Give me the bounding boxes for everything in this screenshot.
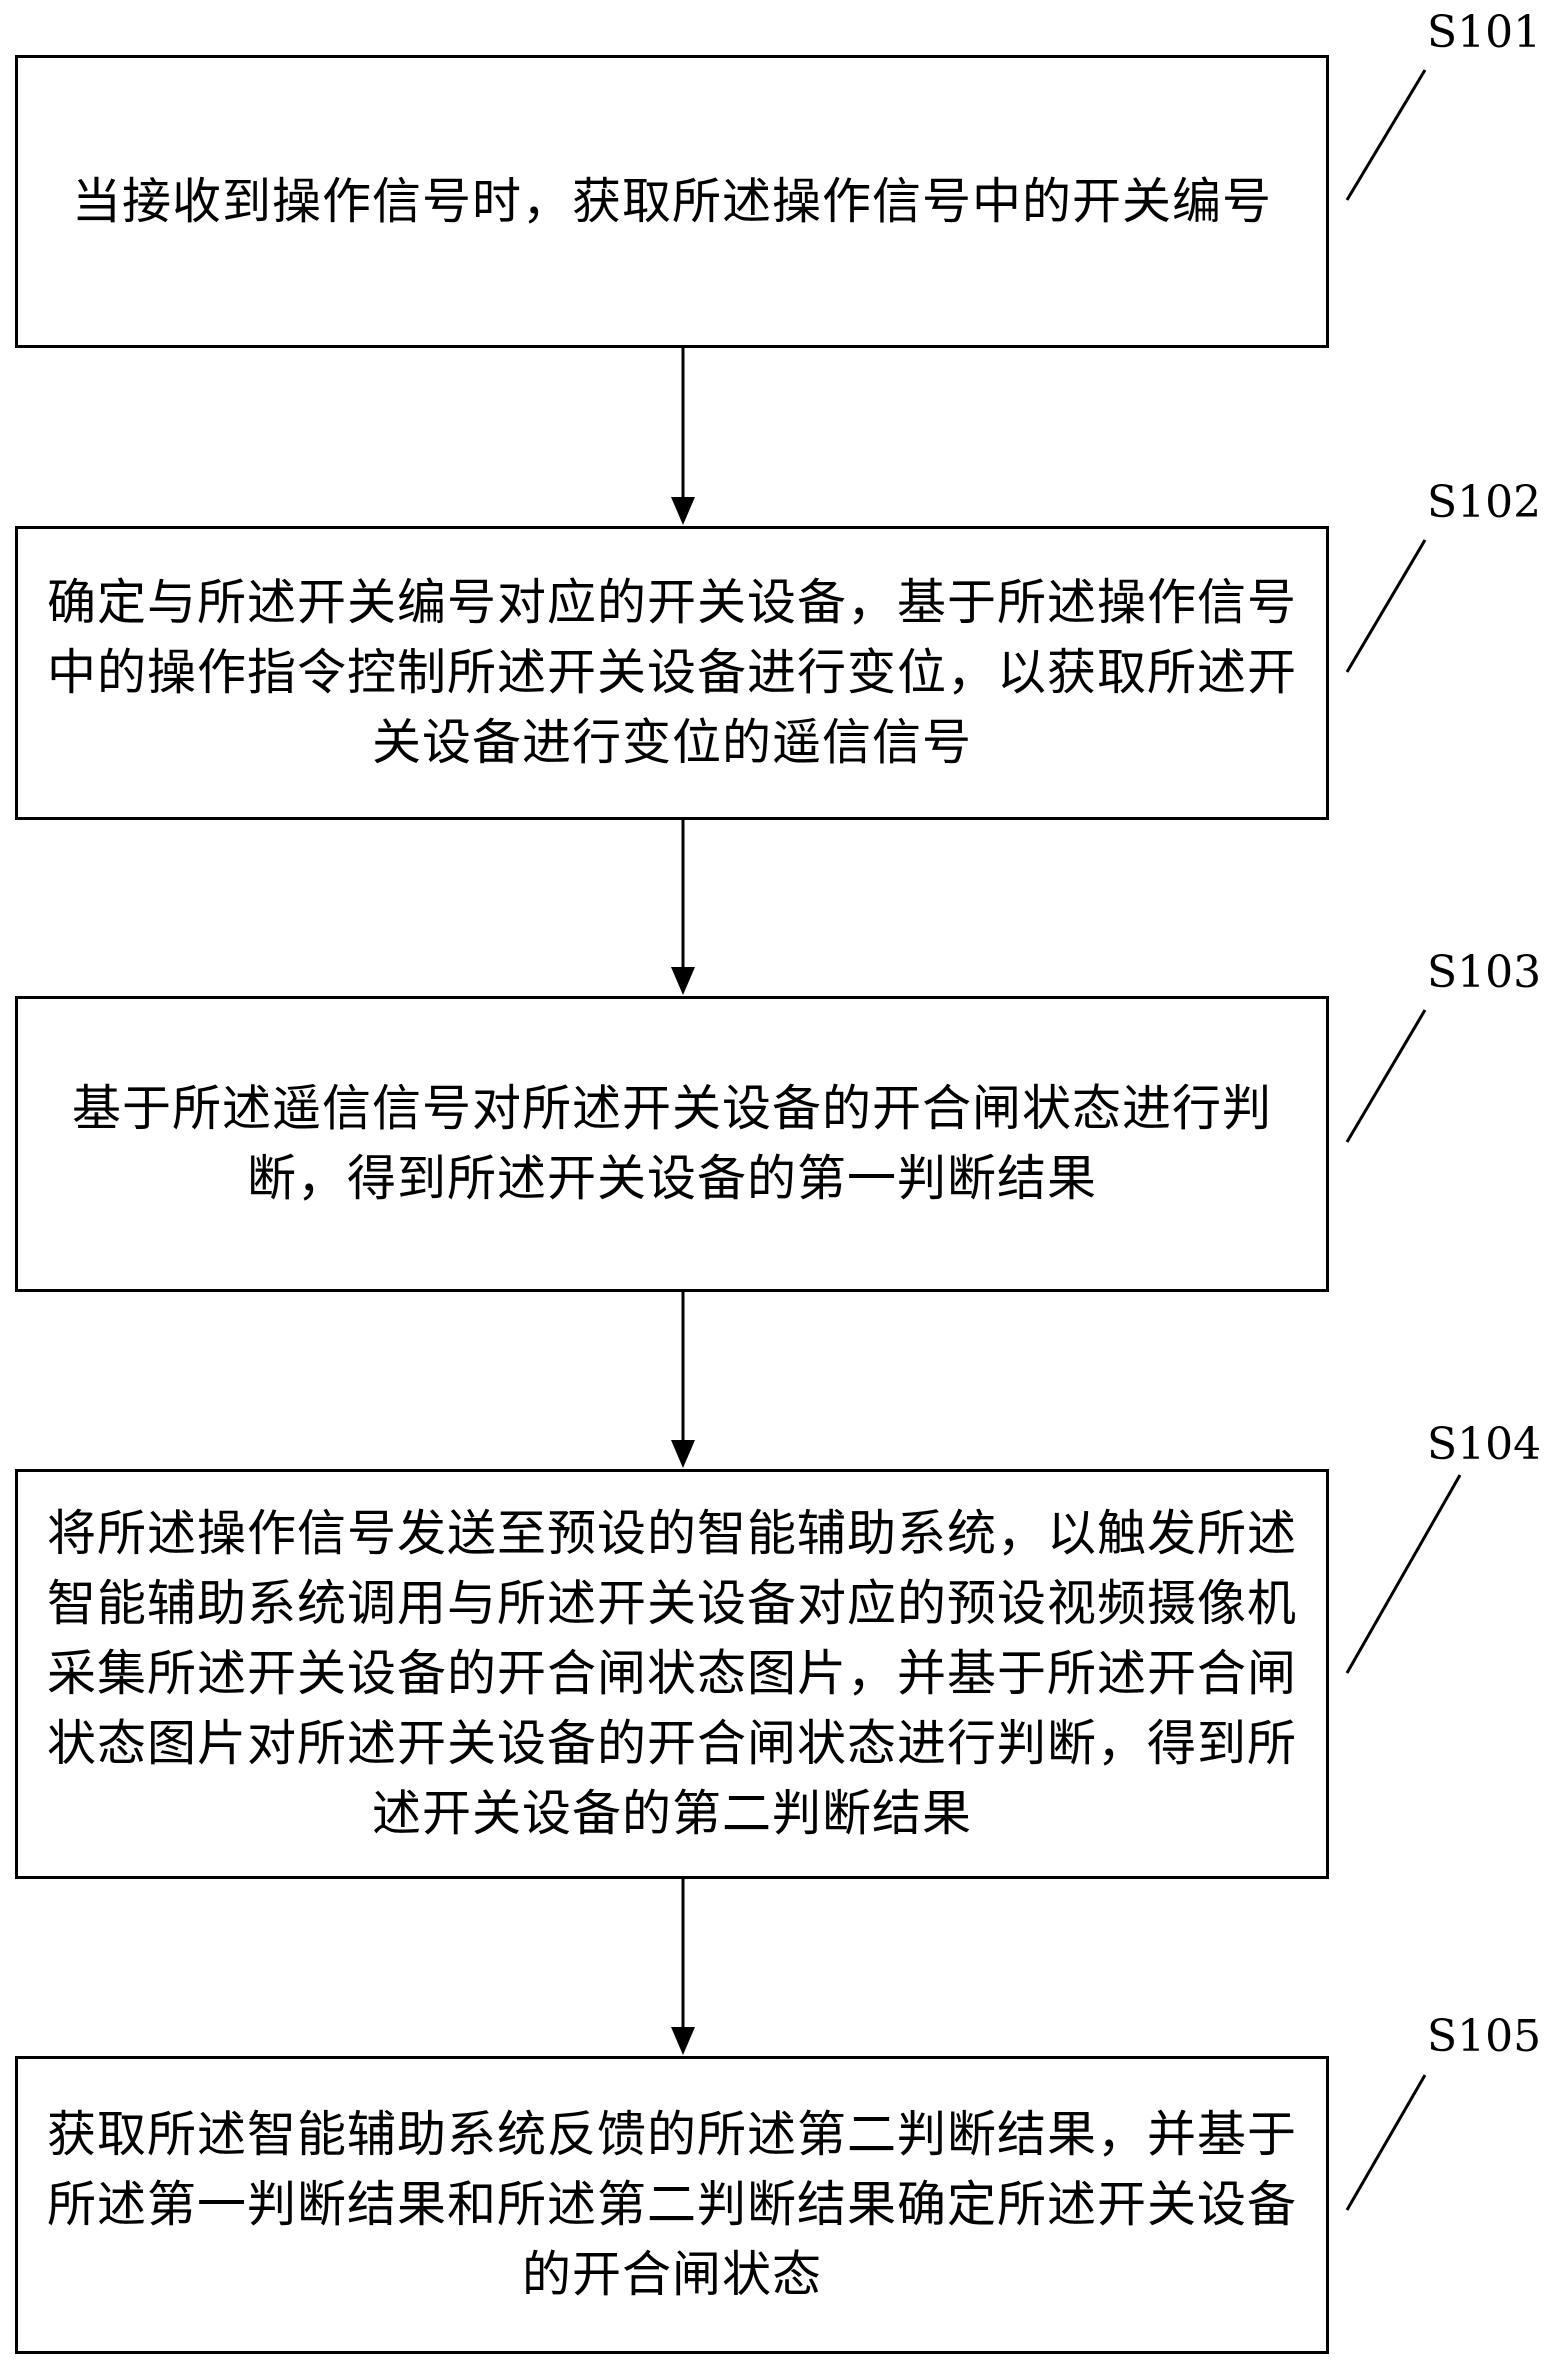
label-leader-line bbox=[1345, 1009, 1427, 1143]
step-box-s104: 将所述操作信号发送至预设的智能辅助系统，以触发所述智能辅助系统调用与所述开关设备… bbox=[15, 1469, 1329, 1879]
step-label-s101: S101 bbox=[1427, 7, 1542, 58]
label-leader-line bbox=[1345, 1474, 1462, 1674]
label-leader-line bbox=[1345, 539, 1427, 673]
step-text: 确定与所述开关编号对应的开关设备，基于所述操作信号中的操作指令控制所述开关设备进… bbox=[46, 574, 1297, 771]
step-label-s104: S104 bbox=[1427, 1419, 1542, 1470]
step-text: 将所述操作信号发送至预设的智能辅助系统，以触发所述智能辅助系统调用与所述开关设备… bbox=[46, 1505, 1297, 1842]
label-leader-line bbox=[1345, 69, 1427, 201]
step-text: 获取所述智能辅助系统反馈的所述第二判断结果，并基于所述第一判断结果和所述第二判断… bbox=[46, 2106, 1297, 2303]
step-label-s102: S102 bbox=[1427, 477, 1542, 528]
step-box-s102: 确定与所述开关编号对应的开关设备，基于所述操作信号中的操作指令控制所述开关设备进… bbox=[15, 526, 1329, 820]
step-box-s101: 当接收到操作信号时，获取所述操作信号中的开关编号 bbox=[15, 55, 1329, 348]
step-label-s103: S103 bbox=[1427, 947, 1542, 998]
step-text: 当接收到操作信号时，获取所述操作信号中的开关编号 bbox=[71, 172, 1272, 230]
flow-arrow bbox=[671, 1879, 695, 2055]
step-label-s105: S105 bbox=[1427, 2011, 1542, 2062]
flow-arrow bbox=[671, 820, 695, 995]
flow-arrow bbox=[671, 348, 695, 525]
step-text: 基于所述遥信信号对所述开关设备的开合闸状态进行判断，得到所述开关设备的第一判断结… bbox=[71, 1080, 1272, 1207]
flow-arrow bbox=[671, 1292, 695, 1468]
label-leader-line bbox=[1345, 2074, 1427, 2211]
step-box-s105: 获取所述智能辅助系统反馈的所述第二判断结果，并基于所述第一判断结果和所述第二判断… bbox=[15, 2056, 1329, 2354]
step-box-s103: 基于所述遥信信号对所述开关设备的开合闸状态进行判断，得到所述开关设备的第一判断结… bbox=[15, 996, 1329, 1292]
